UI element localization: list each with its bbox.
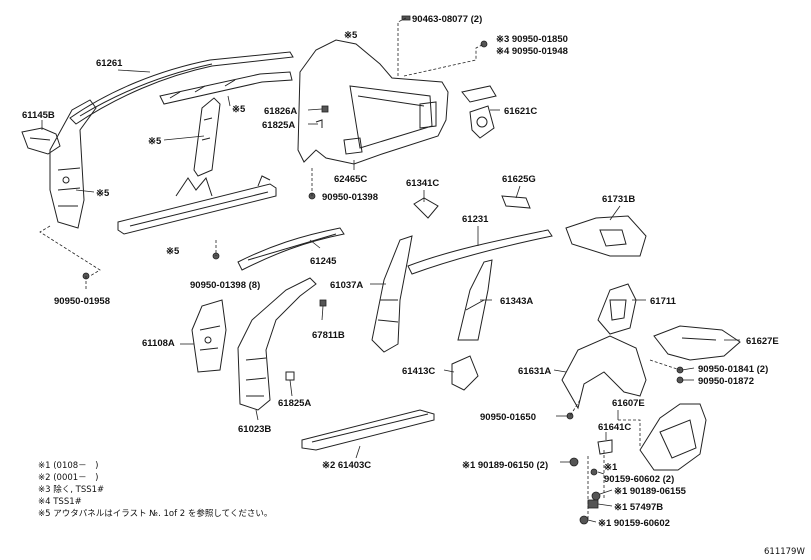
part-rocker-inner <box>117 175 277 235</box>
label-61261: 61261 <box>96 58 123 69</box>
label-61625g: 61625G <box>502 174 536 185</box>
part-61145b-bracket <box>21 127 61 155</box>
label-90950-01398-8: 90950-01398 (8) <box>190 280 260 291</box>
part-61607e-wheelhouse <box>639 403 707 471</box>
part-61621c-filler <box>461 85 497 139</box>
label-note1-90159-60602-2: ※1 <box>604 462 618 473</box>
part-61641c <box>597 439 613 455</box>
label-61621c: 61621C <box>504 106 537 117</box>
label-61731b: 61731B <box>602 194 635 205</box>
label-90159-60602-2: 90159-60602 (2) <box>604 474 674 485</box>
label-90189-06155: ※1 90189-06155 <box>614 486 687 497</box>
label-61403c: ※2 61403C <box>322 460 371 471</box>
label-61627e: 61627E <box>746 336 779 347</box>
label-note5-rail: ※5 <box>232 104 246 115</box>
label-61641c: 61641C <box>598 422 631 433</box>
label-61711: 61711 <box>650 296 677 307</box>
label-note5-rocker: ※5 <box>166 246 180 257</box>
footnote-1: ※1 (0108－ ) <box>38 461 99 471</box>
label-90950-01650: 90950-01650 <box>480 412 536 423</box>
footnotes: ※1 (0108－ ) ※2 (0001－ ) ※3 除く, TSS1# ※4 … <box>38 461 272 519</box>
footnote-2: ※2 (0001－ ) <box>38 473 99 483</box>
label-61413c: 61413C <box>402 366 435 377</box>
label-61245: 61245 <box>310 256 337 267</box>
part-61627e <box>653 325 741 361</box>
label-61037a: 61037A <box>330 280 363 291</box>
label-61825a-bottom: 61825A <box>278 398 311 409</box>
part-61343a-pillar <box>457 259 493 341</box>
label-note5-front: ※5 <box>96 188 110 199</box>
part-61711 <box>597 283 637 335</box>
dashed-lines <box>39 17 681 520</box>
label-90950-01948: ※4 90950-01948 <box>496 46 568 57</box>
part-61023b-pillar <box>237 277 317 411</box>
label-61023b: 61023B <box>238 424 271 435</box>
label-61231: 61231 <box>462 214 489 225</box>
label-90159-60602: ※1 90159-60602 <box>598 518 670 529</box>
footnote-3: ※3 除く, TSS1# <box>38 484 104 495</box>
part-61245-rail <box>237 227 345 271</box>
label-61826a: 61826A <box>264 106 297 117</box>
part-61231-rail <box>407 229 553 275</box>
label-90950-01958: 90950-01958 <box>54 296 110 307</box>
label-57497b: ※1 57497B <box>614 502 663 513</box>
part-upper-inner-rail <box>159 71 293 105</box>
part-61413c <box>451 355 479 391</box>
label-61631a: 61631A <box>518 366 551 377</box>
label-90950-01841: 90950-01841 (2) <box>698 364 768 375</box>
part-61631a-wheelhouse <box>561 335 647 410</box>
footnote-4: ※4 TSS1# <box>38 497 82 507</box>
label-90950-01850: ※3 90950-01850 <box>496 34 568 45</box>
label-61341c: 61341C <box>406 178 439 189</box>
label-62465c: 62465C <box>334 174 367 185</box>
label-90950-01398: 90950-01398 <box>322 192 378 203</box>
label-61825a-top: 61825A <box>262 120 295 131</box>
part-61108a <box>191 299 227 373</box>
part-61261-roof-rail <box>69 51 294 125</box>
part-center-pillar-reinf <box>193 97 221 177</box>
label-61145b: 61145B <box>22 110 55 121</box>
label-61343a: 61343A <box>500 296 533 307</box>
part-quarter-panel <box>297 39 449 165</box>
label-90950-01872: 90950-01872 <box>698 376 754 387</box>
part-61403c-rocker <box>301 409 435 451</box>
part-hardware <box>82 15 684 525</box>
part-62465c-pad <box>343 137 363 155</box>
part-61731b <box>565 215 647 257</box>
label-61607e: 61607E <box>612 398 645 409</box>
label-90189-06150: ※1 90189-06150 (2) <box>462 460 548 471</box>
part-61037a-pillar <box>371 235 413 353</box>
label-note5-pillar: ※5 <box>148 136 162 147</box>
part-61625g-bracket <box>501 195 531 209</box>
part-front-pillar-inner <box>49 99 97 229</box>
footnote-5: ※5 アウタパネルはイラスト №. 1of 2 を参照してください。 <box>38 508 272 519</box>
label-90463-08077: 90463-08077 (2) <box>412 14 482 25</box>
part-labels: 61261 61145B ※5 ※5 ※5 ※5 ※5 61826A 61825… <box>22 14 779 529</box>
label-61108a: 61108A <box>142 338 175 349</box>
part-61341c-bracket <box>413 197 439 219</box>
part-67811b <box>319 299 327 307</box>
figure-id: 611179W <box>764 547 805 557</box>
label-note5-quarter: ※5 <box>344 30 358 41</box>
label-67811b: 67811B <box>312 330 345 341</box>
leader-lines <box>41 69 740 523</box>
